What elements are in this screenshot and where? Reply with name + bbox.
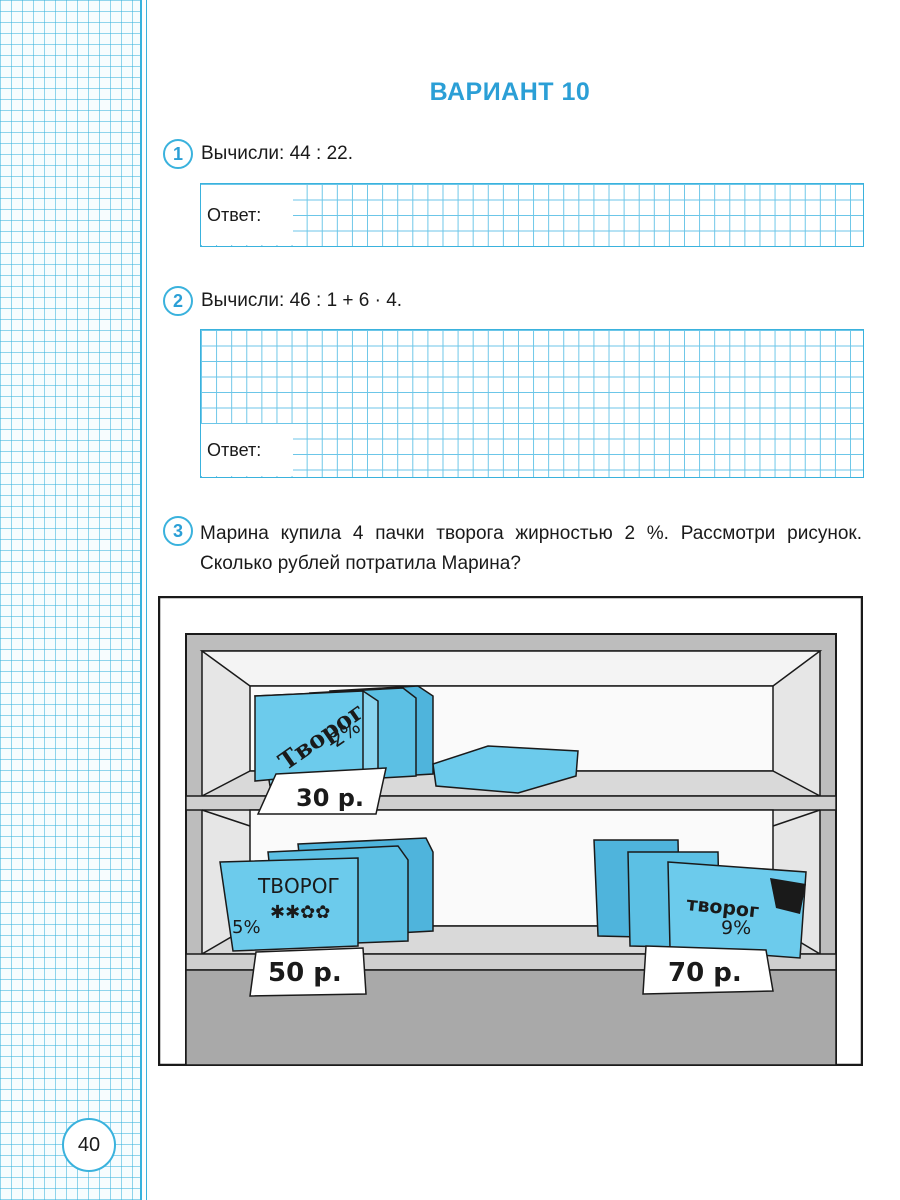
package-5-fat: 5% xyxy=(232,917,261,938)
svg-text:✱✱✿✿: ✱✱✿✿ xyxy=(270,902,330,922)
package-9-percent-stack xyxy=(593,839,807,959)
margin-grid xyxy=(0,0,140,1200)
package-5-percent-stack xyxy=(219,837,434,952)
task-2-answer-label: Ответ: xyxy=(201,424,293,476)
task-3-text: Марина купила 4 пачки творога жирностью … xyxy=(200,523,862,574)
price-50: 50 р. xyxy=(268,958,342,988)
task-2-answer-grid[interactable] xyxy=(200,329,864,478)
package-9-fat: 9% xyxy=(721,917,751,939)
task-3-number: 3 xyxy=(163,516,193,546)
price-tag-70 xyxy=(642,945,774,995)
task-2-number: 2 xyxy=(163,286,193,316)
price-30: 30 р. xyxy=(296,784,364,812)
task-1-text: Вычисли: 44 : 22. xyxy=(201,143,353,164)
page-number: 40 xyxy=(62,1118,116,1172)
price-tag-50 xyxy=(249,947,367,997)
price-tag-30 xyxy=(256,767,387,815)
shelf-illustration: Творог 2% 30 р. ТВОРОГ 5% ✱✱✿✿ 50 р. тво… xyxy=(158,596,863,1066)
price-70: 70 р. xyxy=(668,958,742,988)
margin-line xyxy=(140,0,147,1200)
page-title: ВАРИАНТ 10 xyxy=(429,78,591,106)
task-1-answer-label: Ответ: xyxy=(201,185,293,245)
task-2-text: Вычисли: 46 : 1 + 6 · 4. xyxy=(201,290,403,311)
package-5-name: ТВОРОГ xyxy=(257,874,340,898)
package-flat xyxy=(432,745,579,794)
task-1-answer-grid[interactable] xyxy=(200,183,864,247)
package-2-percent-stack xyxy=(254,685,434,787)
task-1-number: 1 xyxy=(163,139,193,169)
